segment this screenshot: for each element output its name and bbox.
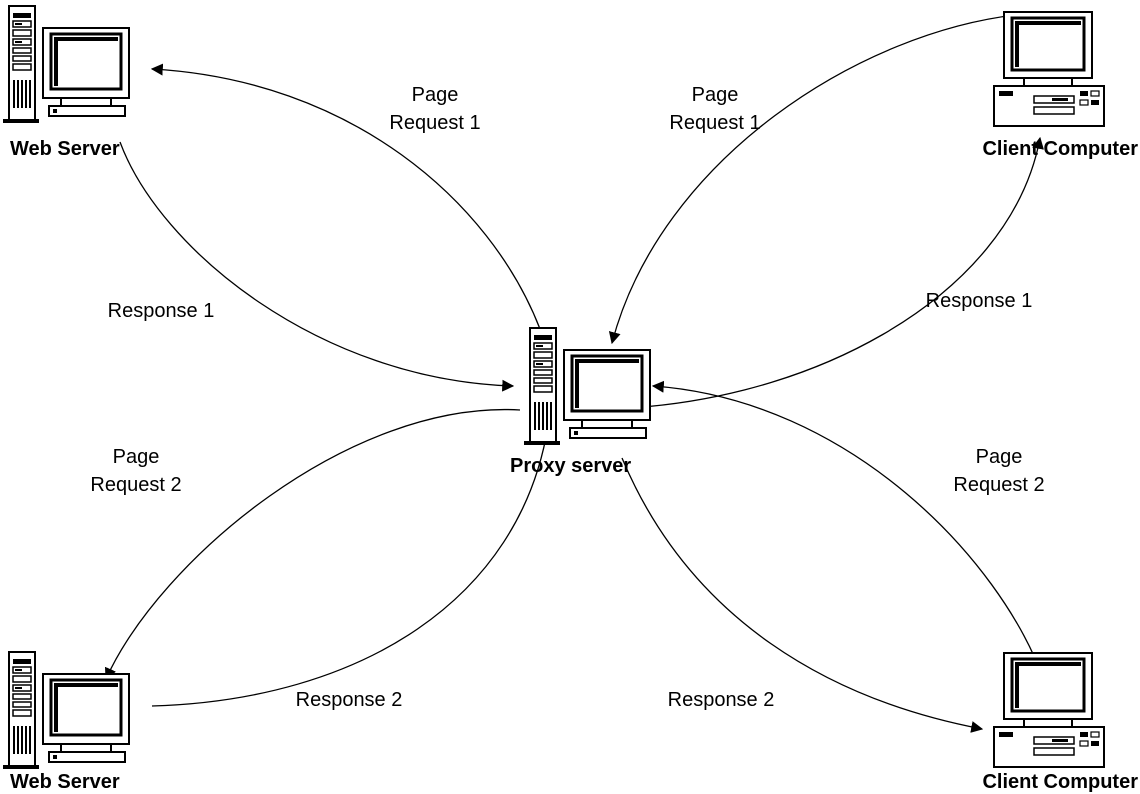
response-2-right-label: Response 2 — [668, 689, 775, 711]
page-request-2-client-to-proxy-arrow — [651, 380, 1044, 679]
response-1-proxy-to-client-arrow — [589, 136, 1044, 410]
tower-workstation-icon — [522, 326, 652, 447]
desktop-computer-icon — [992, 651, 1106, 769]
page-request-2-proxy-to-server-arrow — [105, 408, 521, 681]
page-request-1-left-line1: Page — [412, 84, 459, 106]
desktop-computer-icon — [992, 10, 1106, 128]
page-request-2-right-line1: Page — [976, 446, 1023, 468]
web-server-bottom-node: Web Server — [1, 650, 131, 793]
client-computer-top-node: Client Computer — [982, 10, 1138, 160]
proxy-server-label: Proxy server — [510, 455, 631, 477]
client-computer-bottom-node: Client Computer — [982, 651, 1138, 793]
client-computer-bottom-label: Client Computer — [982, 771, 1138, 793]
page-request-1-right-line2: Request 1 — [669, 112, 760, 134]
web-server-top-label: Web Server — [10, 138, 120, 160]
page-request-1-client-to-proxy-arrow — [608, 13, 1025, 345]
page-request-2-right-line2: Request 2 — [953, 474, 1044, 496]
tower-workstation-icon — [1, 4, 131, 125]
response-1-server-to-proxy-arrow — [119, 141, 515, 392]
client-computer-top-label: Client Computer — [982, 138, 1138, 160]
response-2-server-to-proxy-arrow — [151, 424, 553, 707]
page-request-2-left-line1: Page — [113, 446, 160, 468]
page-request-1-right-line1: Page — [692, 84, 739, 106]
web-server-top-node: Web Server — [1, 4, 131, 160]
response-2-proxy-to-client-arrow — [621, 457, 984, 733]
response-1-right-label: Response 1 — [926, 290, 1033, 312]
proxy-server-node: Proxy server — [510, 326, 652, 477]
page-request-1-left-line2: Request 1 — [389, 112, 480, 134]
response-1-left-label: Response 1 — [108, 300, 215, 322]
response-2-left-label: Response 2 — [296, 689, 403, 711]
page-request-1-proxy-to-server-arrow — [150, 63, 541, 330]
page-request-2-left-line2: Request 2 — [90, 474, 181, 496]
web-server-bottom-label: Web Server — [10, 771, 120, 793]
